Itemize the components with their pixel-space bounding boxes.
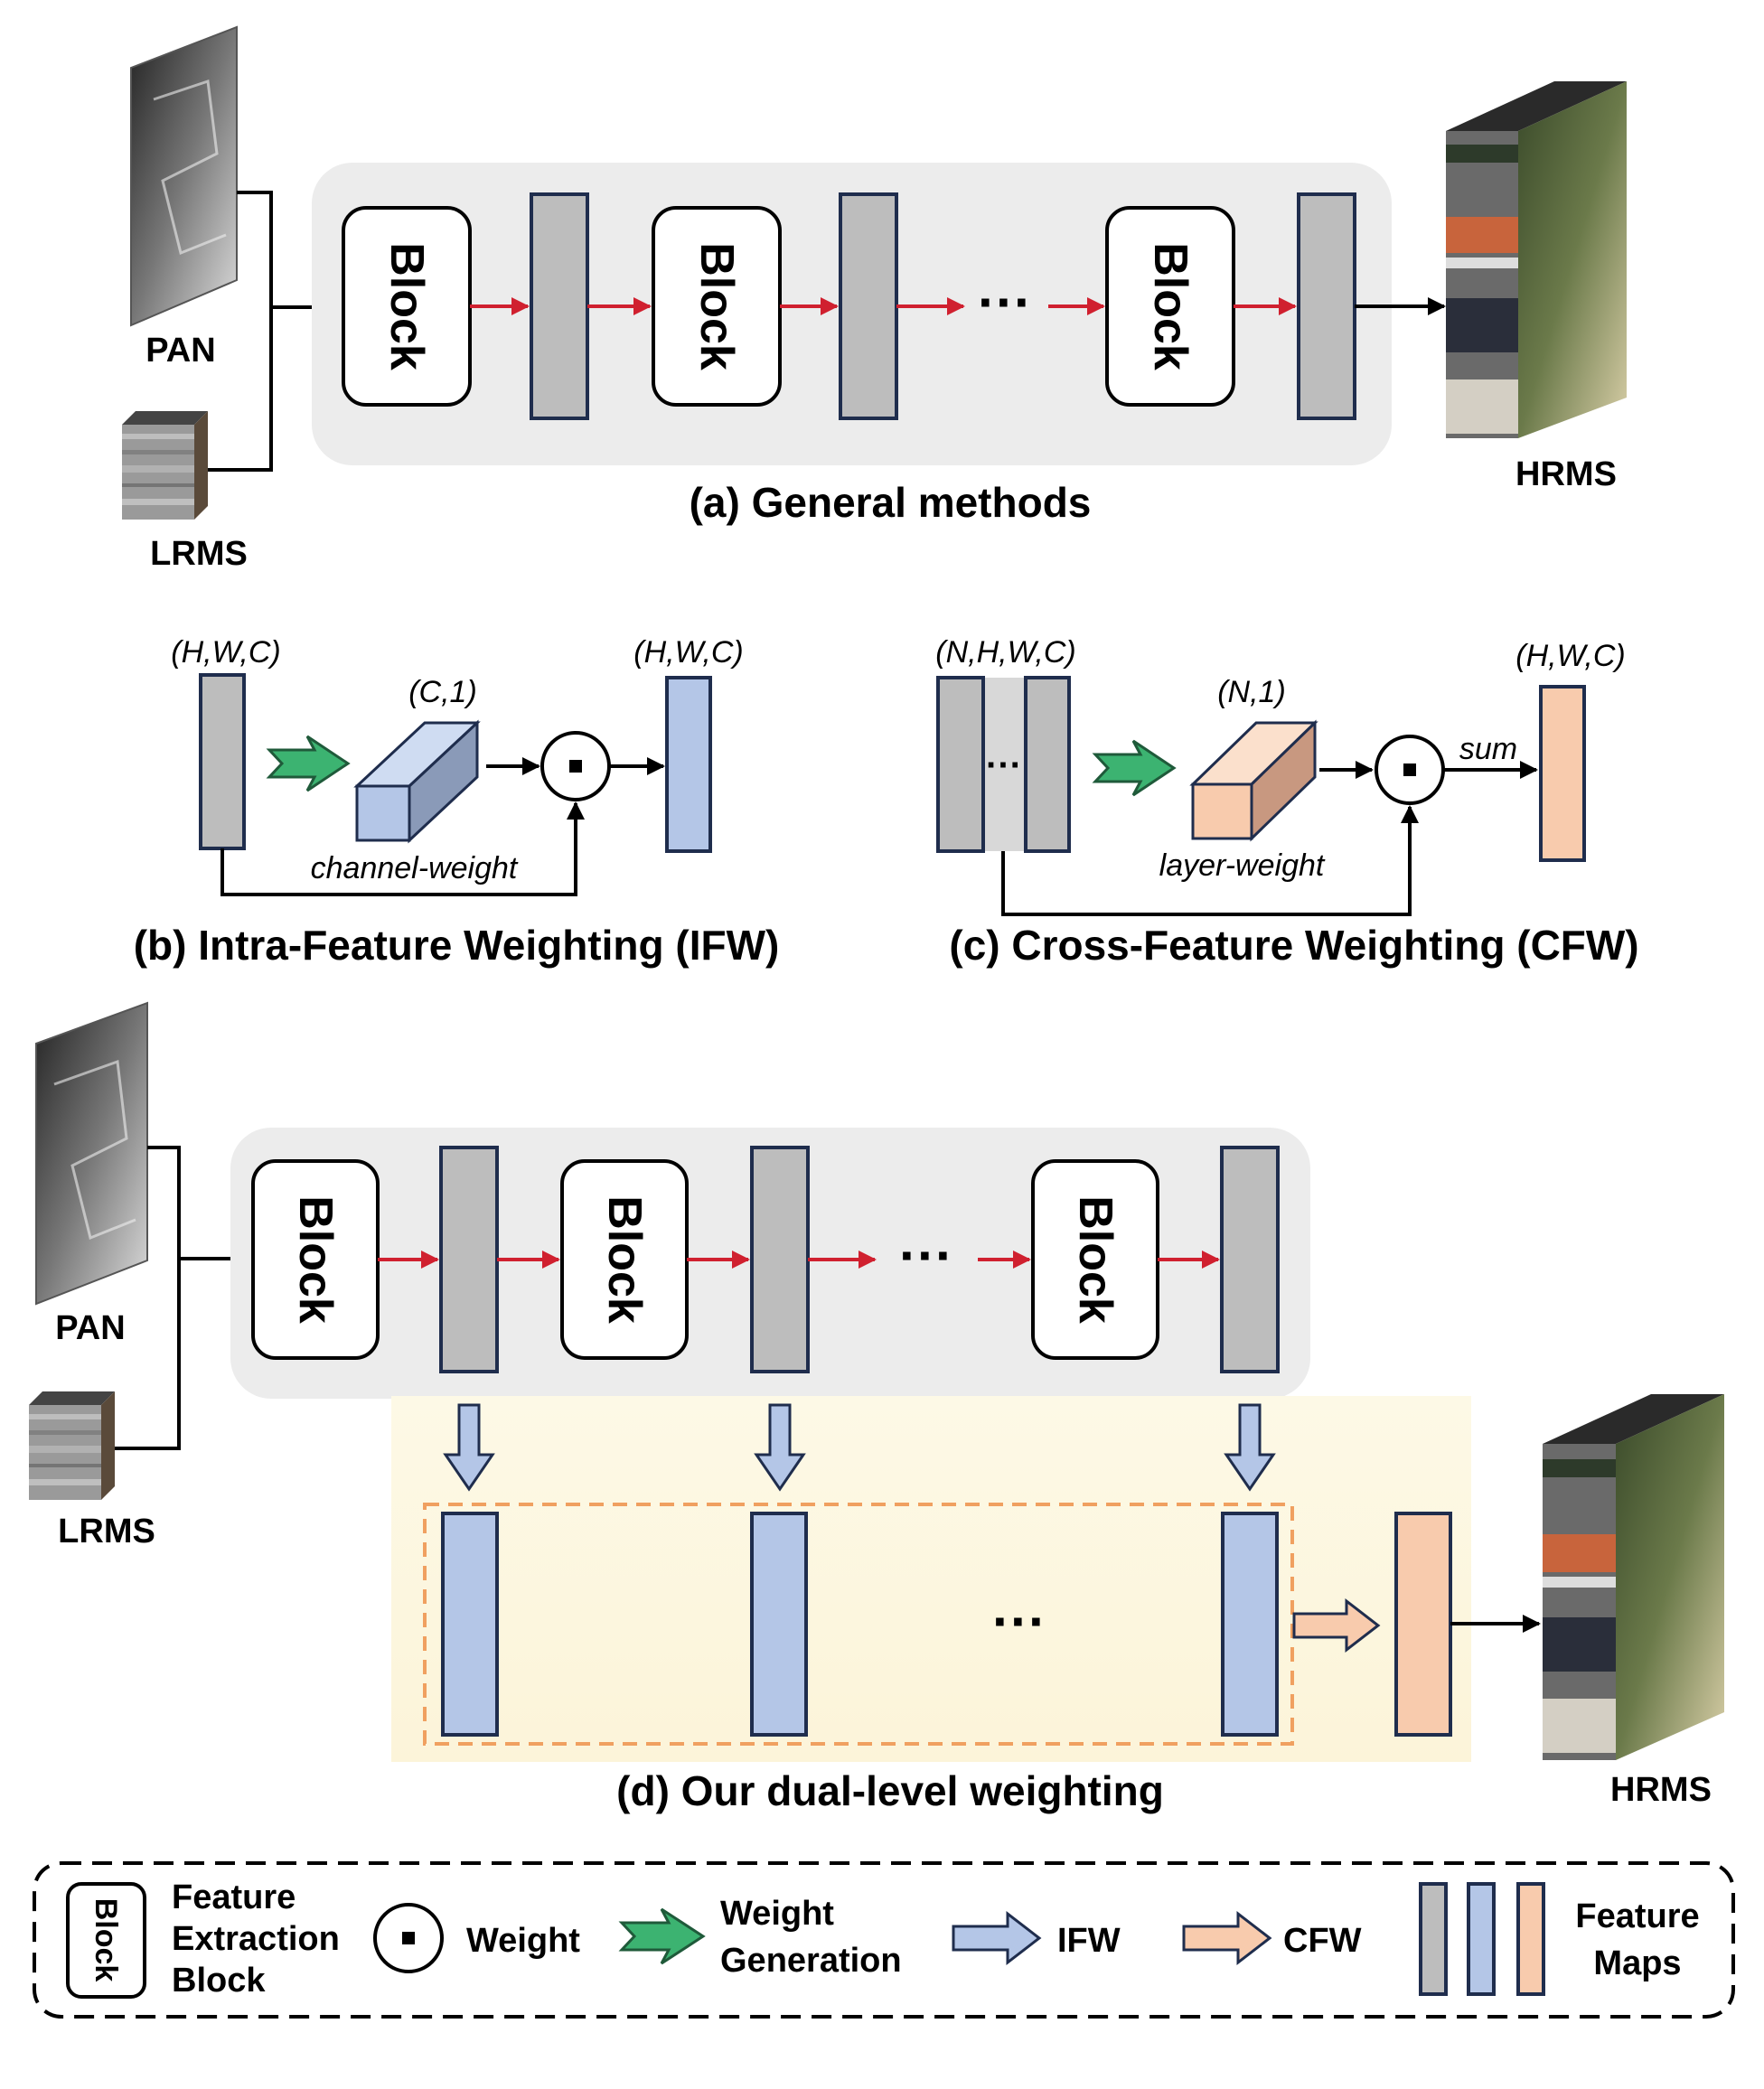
legend-weight-label: Weight [466,1922,580,1960]
weighted-map-d2 [750,1512,808,1737]
lrms-label-d: LRMS [58,1513,155,1550]
panel-b: (H,W,C) (C,1) channel-weight (H,W,C) (b)… [134,635,780,969]
ifw-skip-connection [220,801,585,896]
cfw-output-dim: (H,W,C) [1515,639,1625,673]
ifw-weight-name: channel-weight [311,851,519,885]
lrms-label-a: LRMS [150,535,248,573]
legend-weight-icon [373,1903,444,1973]
feature-map-d1 [439,1146,499,1373]
lrms-connector-a [208,298,345,472]
pan-connector-d [147,1146,181,1259]
legend-blue-map [1467,1882,1496,1996]
legend-block-desc-2: Extraction [172,1920,340,1958]
ifw-weight-gen-arrow [266,735,351,792]
panel-c: (N,H,W,C) ··· (N,1) sum layer-weight (H,… [935,635,1638,969]
feature-map-a1 [530,192,589,420]
ifw-input-map [199,673,246,850]
legend-weight-gen-arrow [618,1907,706,1965]
ifw-channel-weight-cuboid [353,719,481,844]
legend-block-desc-3: Block [172,1962,266,2000]
block-a1: Block [342,206,472,407]
feature-map-a2 [839,192,898,420]
ifw-output-map [665,676,712,853]
svg-text:Block: Block [380,242,433,370]
weighted-map-d1 [441,1512,499,1737]
cfw-input-stack: ··· [936,676,1071,853]
ifw-input-dim: (H,W,C) [171,635,280,670]
ifw-down-arrows [443,1403,1276,1492]
cfw-input-dim: (N,H,W,C) [935,635,1075,670]
legend-block-icon: Block [66,1882,146,1999]
cfw-arrow-d [1292,1597,1381,1653]
panel-d: PAN LRMS Block Block [29,1001,1724,1814]
legend-ifw-label: IFW [1057,1922,1121,1960]
block-a2: Block [652,206,782,407]
ifw-multiply-icon [540,731,611,801]
legend-feature-maps-1: Feature [1575,1897,1699,1935]
ellipsis-d1: ··· [899,1225,953,1286]
caption-d: (d) Our dual-level weighting [616,1767,1164,1814]
weighted-map-d3 [1221,1512,1279,1737]
svg-text:Block: Block [1069,1195,1121,1324]
lrms-cube-a [122,411,208,520]
legend-ifw-arrow [952,1910,1042,1966]
lrms-cube-d [29,1391,115,1500]
legend-weight-gen-1: Weight [720,1895,834,1933]
hrms-label-a: HRMS [1515,455,1617,493]
cfw-weight-gen-arrow [1092,739,1177,797]
cfw-output-map [1539,685,1586,862]
panel-a: PAN LRMS Block Block [122,25,1627,573]
caption-a: (a) General methods [690,479,1092,526]
caption-b: (b) Intra-Feature Weighting (IFW) [134,922,780,969]
pan-image-d [35,1001,148,1306]
pan-connector-a [237,191,273,307]
legend-weight-gen-2: Generation [720,1942,902,1980]
legend: Block Feature Extraction Block Weight We… [33,1861,1735,2019]
legend-gray-map [1419,1882,1448,1996]
lrms-connector-d [115,1250,252,1450]
block-a3: Block [1105,206,1235,407]
pan-label-d: PAN [55,1309,125,1347]
ellipsis-d2: ··· [992,1591,1046,1652]
cfw-sum-label: sum [1459,732,1517,766]
pan-image-a [130,25,238,327]
caption-c: (c) Cross-Feature Weighting (CFW) [949,922,1638,969]
fused-map-d [1394,1512,1452,1737]
block-d3: Block [1031,1159,1159,1360]
svg-text:Block: Block [1144,242,1196,370]
legend-cfw-arrow [1182,1910,1272,1966]
weighted-maps-frame [423,1503,1294,1746]
cfw-weight-dim: (N,1) [1217,675,1286,709]
legend-feature-maps-2: Maps [1593,1944,1681,1982]
ellipsis-a: ··· [978,272,1032,333]
cfw-weight-name: layer-weight [1159,848,1326,883]
feature-map-d3 [1220,1146,1280,1373]
block-d2: Block [560,1159,689,1360]
svg-text:Block: Block [289,1195,342,1324]
svg-text:Block: Block [598,1195,651,1324]
svg-text:Block: Block [89,1898,123,1982]
feature-map-a3 [1297,192,1356,420]
weighting-highlight-bg [391,1396,1471,1762]
legend-cfw-label: CFW [1283,1922,1362,1960]
svg-text:Block: Block [690,242,743,370]
hrms-cube-a [1446,81,1627,438]
legend-orange-map [1516,1882,1545,1996]
cfw-multiply-icon [1375,735,1445,805]
feature-map-d2 [750,1146,810,1373]
hrms-cube-d [1543,1394,1724,1760]
block-d1: Block [251,1159,380,1360]
pan-label-a: PAN [145,332,215,370]
cfw-layer-weight-cuboid [1189,719,1318,842]
ifw-weight-dim: (C,1) [408,675,477,709]
legend-frame [33,1861,1735,2019]
legend-block-desc-1: Feature [172,1878,296,1916]
ifw-output-dim: (H,W,C) [633,635,743,670]
hrms-label-d: HRMS [1610,1771,1712,1809]
svg-text:···: ··· [986,745,1022,785]
cfw-skip-connection [1001,805,1419,916]
